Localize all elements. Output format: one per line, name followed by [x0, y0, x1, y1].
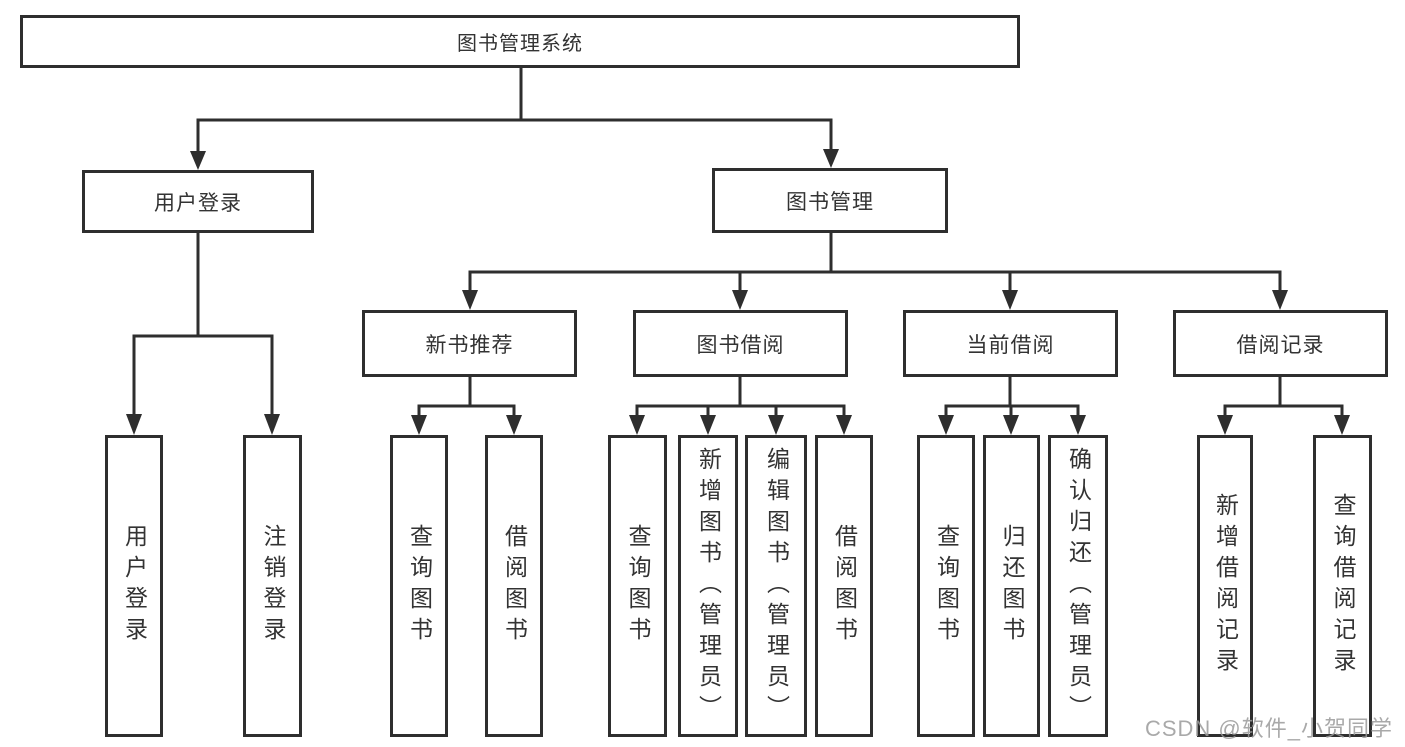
leaf-return-books: 归还图书: [983, 435, 1040, 737]
leaf-edit-book-admin: 编辑图书（管理员）: [745, 435, 807, 737]
leaf-query-books-borrow: 查询图书: [608, 435, 667, 737]
leaf-query-books-recommend: 查询图书: [390, 435, 448, 737]
csdn-watermark: CSDN @软件_小贺同学: [1144, 716, 1393, 741]
node-label: 确认归还（管理员）: [1065, 446, 1092, 726]
node-user-login: 用户登录: [82, 170, 314, 233]
node-label: 借阅记录: [1236, 333, 1325, 357]
node-label: 归还图书: [999, 524, 1025, 648]
node-label: 注销登录: [260, 524, 286, 648]
node-borrow-records: 借阅记录: [1173, 310, 1388, 377]
node-label: 图书管理系统: [457, 33, 583, 55]
leaf-add-borrow-record: 新增借阅记录: [1197, 435, 1253, 737]
leaf-add-book-admin: 新增图书（管理员）: [678, 435, 738, 737]
node-label: 当前借阅: [966, 333, 1055, 357]
node-label: 查询图书: [625, 524, 651, 648]
leaf-confirm-return-admin: 确认归还（管理员）: [1048, 435, 1108, 737]
node-label: 用户登录: [154, 191, 242, 215]
node-label: 查询图书: [933, 524, 960, 648]
leaf-borrow-books-recommend: 借阅图书: [485, 435, 543, 737]
node-label: 查询借阅记录: [1330, 493, 1356, 679]
node-label: 编辑图书（管理员）: [763, 446, 790, 726]
leaf-borrow-books: 借阅图书: [815, 435, 873, 737]
node-book-borrow: 图书借阅: [633, 310, 848, 377]
node-label: 新书推荐: [425, 333, 514, 357]
node-label: 借阅图书: [501, 524, 528, 648]
node-label: 图书管理: [786, 190, 874, 214]
node-new-book-recommend: 新书推荐: [362, 310, 577, 377]
node-label: 新增图书（管理员）: [695, 446, 722, 726]
node-label: 查询图书: [406, 524, 433, 648]
node-label: 图书借阅: [696, 333, 785, 357]
leaf-user-login: 用户登录: [105, 435, 163, 737]
node-label: 新增借阅记录: [1212, 493, 1239, 679]
leaf-query-borrow-record: 查询借阅记录: [1313, 435, 1372, 737]
node-current-borrow: 当前借阅: [903, 310, 1118, 377]
leaf-query-books-current: 查询图书: [917, 435, 975, 737]
node-root-library-system: 图书管理系统: [20, 15, 1020, 68]
node-label: 用户登录: [121, 524, 148, 648]
node-label: 借阅图书: [831, 524, 858, 648]
node-book-management: 图书管理: [712, 168, 948, 233]
leaf-logout: 注销登录: [243, 435, 302, 737]
